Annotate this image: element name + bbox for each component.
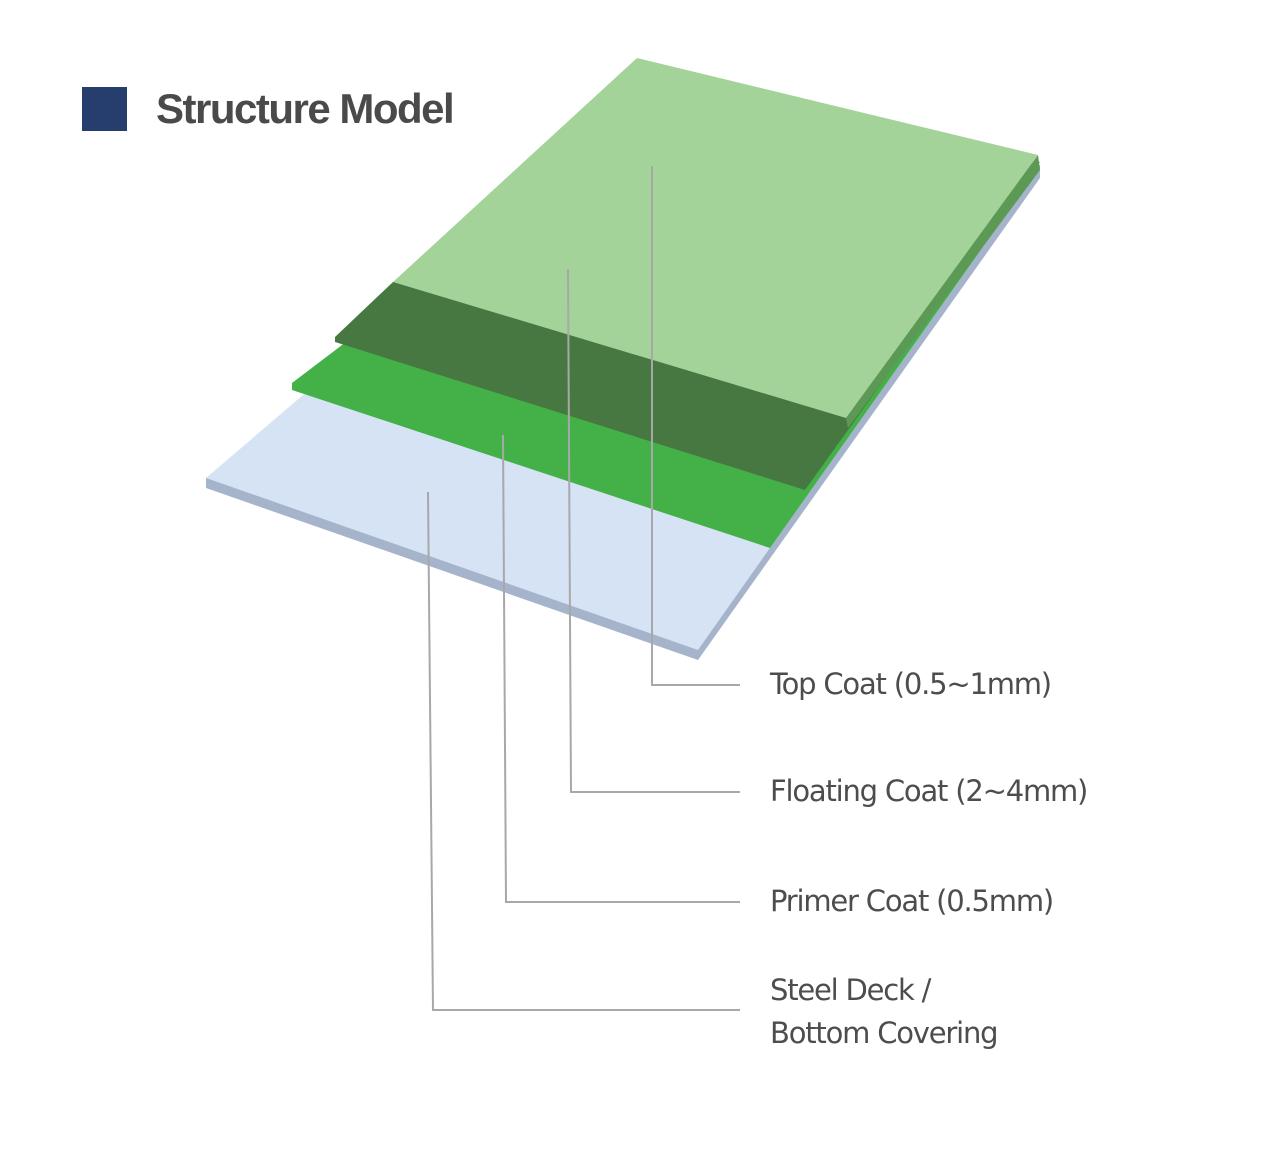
label-steel-deck: Steel Deck / [770, 973, 931, 1007]
leader-line-top-coat [651, 166, 740, 686]
top-coat-layer [393, 58, 1040, 428]
label-primer-coat: Primer Coat (0.5mm) [770, 884, 1054, 918]
leader-lines [427, 166, 740, 1011]
top-coat-surface [393, 58, 1038, 418]
leader-line-primer-coat [502, 434, 740, 903]
leader-line-steel-deck [427, 491, 740, 1011]
top-coat-edge [846, 155, 1040, 428]
label-bottom-covering: Bottom Covering [770, 1016, 999, 1050]
section-header: Structure Model [82, 84, 455, 134]
leader-line-floating-coat [567, 268, 740, 793]
label-top-coat: Top Coat (0.5~1mm) [770, 667, 1052, 701]
label-floating-coat: Floating Coat (2~4mm) [770, 774, 1088, 808]
section-title: Structure Model [156, 85, 455, 132]
header-square-icon [82, 87, 127, 131]
